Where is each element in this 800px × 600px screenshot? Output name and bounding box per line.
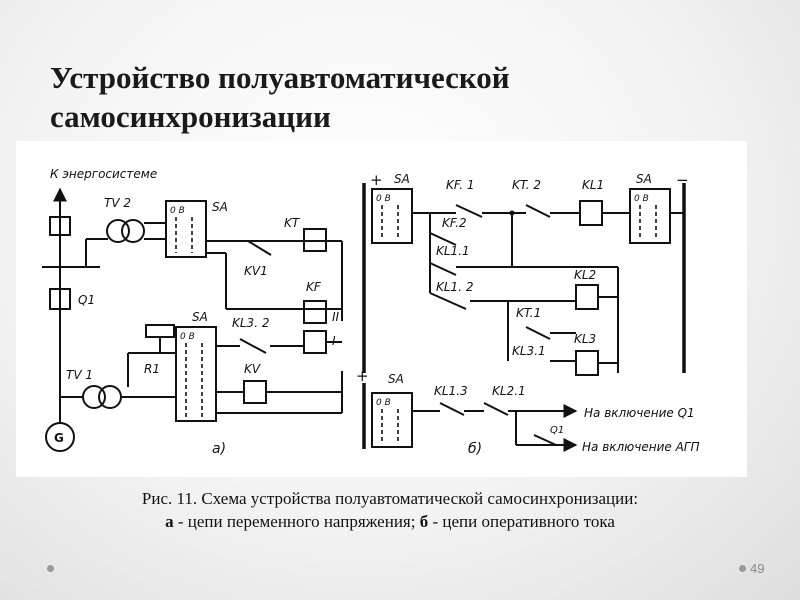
tv2-coil-2: [121, 219, 145, 243]
nav-dot-left[interactable]: [47, 565, 54, 572]
slide-number: 49: [750, 561, 765, 576]
label-kl31: KL3.1: [512, 344, 546, 358]
relay-kl2-coil: [575, 284, 599, 310]
circuit-diagram: К энергосистеме Q1 TV 2 0 В SA KV1 KT: [16, 141, 747, 477]
label-sa-r3: SA: [388, 372, 404, 386]
caption-b-key: б: [419, 512, 429, 531]
label-part-b: б): [468, 441, 482, 457]
kl11-contact: [429, 262, 457, 276]
nav-dot-right[interactable]: [739, 565, 746, 572]
label-kf: KF: [306, 280, 322, 294]
label-kl3: KL3: [574, 332, 596, 346]
label-kt1: KT.1: [516, 306, 541, 320]
kl13-contact: [439, 402, 465, 416]
label-kf2: KF.2: [442, 216, 467, 230]
label-tv1: TV 1: [66, 368, 93, 382]
kv1-contact: [247, 240, 272, 256]
label-part-a: а): [212, 441, 226, 457]
relay-kt-coil: [303, 228, 327, 252]
sa-switch-r1-box: [371, 188, 413, 244]
kt1-contact: [525, 326, 551, 340]
generator-g: [45, 422, 75, 452]
caption-line-1: Рис. 11. Схема устройства полуавтоматиче…: [141, 489, 639, 508]
label-kl1: KL1: [582, 178, 604, 192]
label-kv1: KV1: [244, 264, 268, 278]
label-roman-2: II: [332, 310, 340, 324]
label-q1-small: Q1: [550, 425, 564, 436]
dc-circuit: + − 0 В SA KF. 1 KT. 2 KL1 0 В SA KF.2: [356, 171, 700, 457]
caption-line-2: а - цепи переменного напряжения; б - цеп…: [40, 510, 740, 533]
kl12-contact: [429, 292, 467, 310]
resistor-r1: [145, 324, 175, 338]
disconnector-box-top: [49, 216, 71, 236]
label-plus-top: +: [370, 171, 383, 189]
title-line-1: Устройство полуавтоматической: [50, 60, 510, 95]
label-sa-r1-pos: 0 В: [376, 194, 391, 204]
relay-kv-coil: [243, 380, 267, 404]
relay-kl3-coil: [575, 350, 599, 376]
label-sa-mid: SA: [192, 310, 208, 324]
label-gen: G: [54, 431, 64, 445]
label-tv2: TV 2: [104, 196, 131, 210]
figure-caption: Рис. 11. Схема устройства полуавтоматиче…: [40, 487, 740, 533]
label-kl21: KL2.1: [492, 384, 526, 398]
slide-title: Устройство полуавтоматической самосинхро…: [50, 58, 670, 136]
label-sa-r2: SA: [636, 172, 652, 186]
kt2-contact: [525, 204, 551, 218]
label-r1: R1: [144, 362, 160, 376]
label-kf1: KF. 1: [446, 178, 475, 192]
kf1-contact: [455, 204, 483, 218]
sa-switch-r2-box: [629, 188, 671, 244]
circuit-diagram-svg: К энергосистеме Q1 TV 2 0 В SA KV1 KT: [42, 167, 700, 457]
label-on-agp: На включение АГП: [582, 440, 700, 454]
relay-kf-coil-2: [303, 300, 327, 324]
relay-kf-coil-1: [303, 330, 327, 354]
label-kl12: KL1. 2: [436, 280, 473, 294]
breaker-q1-box: [49, 288, 71, 310]
caption-a-text: - цепи переменного напряжения;: [173, 512, 420, 531]
title-line-2: самосинхронизации: [50, 99, 331, 134]
ac-circuit: К энергосистеме Q1 TV 2 0 В SA KV1 KT: [42, 167, 343, 457]
label-kt: KT: [284, 216, 301, 230]
tv1-coil-2: [98, 385, 122, 409]
label-kl13: KL1.3: [434, 384, 468, 398]
sa-switch-top-box: [165, 200, 207, 258]
label-sa-r3-pos: 0 В: [376, 398, 391, 408]
caption-a-key: а: [165, 512, 174, 531]
label-sa-r1: SA: [394, 172, 410, 186]
sa-switch-r3-box: [371, 392, 413, 448]
label-kl32: KL3. 2: [232, 316, 269, 330]
label-on-q1: На включение Q1: [584, 406, 695, 420]
label-sa-mid-pos: 0 В: [180, 332, 195, 342]
tv2-coil-1: [106, 219, 130, 243]
label-q1: Q1: [78, 293, 95, 307]
label-minus: −: [676, 171, 689, 189]
label-sa-top: SA: [212, 200, 228, 214]
kf2-contact: [429, 232, 457, 246]
label-sa-r2-pos: 0 В: [634, 194, 649, 204]
kl32-contact: [239, 338, 267, 354]
label-plus-bottom: +: [356, 367, 369, 385]
kl21-contact: [483, 402, 509, 416]
label-kv: KV: [244, 362, 261, 376]
label-sa-top-pos: 0 В: [170, 206, 185, 216]
label-kl2: KL2: [574, 268, 596, 282]
sa-switch-mid-box: [175, 326, 217, 422]
label-k-system: К энергосистеме: [50, 167, 157, 181]
q1-aux-contact: [533, 434, 557, 446]
relay-kl1-coil: [579, 200, 603, 226]
label-kl11: KL1.1: [436, 244, 470, 258]
caption-b-text: - цепи оперативного тока: [428, 512, 615, 531]
label-kt2: KT. 2: [512, 178, 541, 192]
